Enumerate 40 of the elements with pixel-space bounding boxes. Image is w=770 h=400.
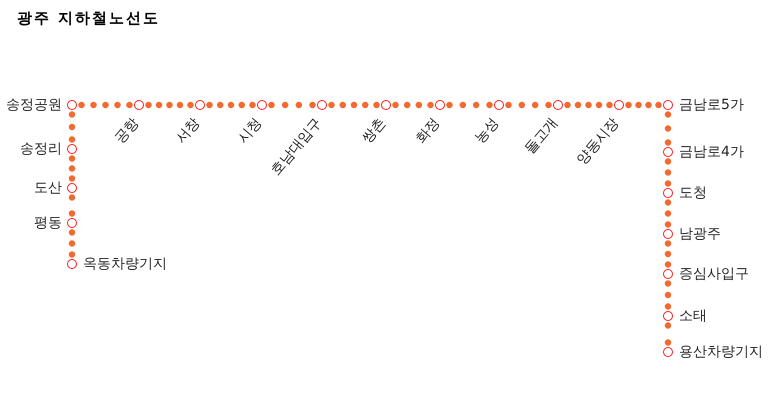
- station-marker: [663, 311, 673, 321]
- station-name: 도산: [34, 180, 62, 196]
- station-name: 증심사입구: [679, 266, 749, 282]
- station-marker: [663, 347, 673, 357]
- map-title: 광주 지하철노선도: [17, 9, 160, 27]
- station-name: 금남로4가: [679, 144, 744, 160]
- station-name: 소태: [679, 308, 707, 324]
- station-marker: [614, 100, 624, 110]
- station-marker: [553, 100, 563, 110]
- station-marker: [435, 100, 445, 110]
- station-name: 농성: [472, 114, 502, 147]
- station-marker: [67, 144, 77, 154]
- station-name: 용산차량기지: [679, 344, 763, 360]
- station-marker: [257, 100, 267, 110]
- station-marker: [67, 259, 77, 269]
- station-name: 쌍촌: [358, 114, 390, 147]
- station-marker: [67, 183, 77, 193]
- station-name: 송정리: [20, 141, 62, 157]
- station-name: 도청: [679, 185, 707, 201]
- station-marker: [67, 218, 77, 228]
- station-marker: [134, 100, 144, 110]
- station-name: 공항: [112, 114, 142, 147]
- station-marker: [663, 188, 673, 198]
- station-name: 송정공원: [6, 97, 62, 113]
- station-name: 평동: [34, 215, 62, 231]
- station-name: 서창: [172, 114, 204, 147]
- station-marker: [195, 100, 205, 110]
- station-name: 시청: [234, 114, 266, 147]
- station-marker: [67, 100, 77, 110]
- station-name: 남광주: [679, 226, 721, 242]
- station-name: 금남로5가: [679, 97, 744, 113]
- station-marker: [663, 269, 673, 279]
- station-marker: [317, 100, 327, 110]
- station-name: 화정: [412, 114, 444, 147]
- station-marker: [381, 100, 391, 110]
- station-marker: [663, 147, 673, 157]
- station-marker: [663, 100, 673, 110]
- station-name: 옥동차량기지: [83, 256, 167, 272]
- station-marker: [663, 229, 673, 239]
- station-marker: [494, 100, 504, 110]
